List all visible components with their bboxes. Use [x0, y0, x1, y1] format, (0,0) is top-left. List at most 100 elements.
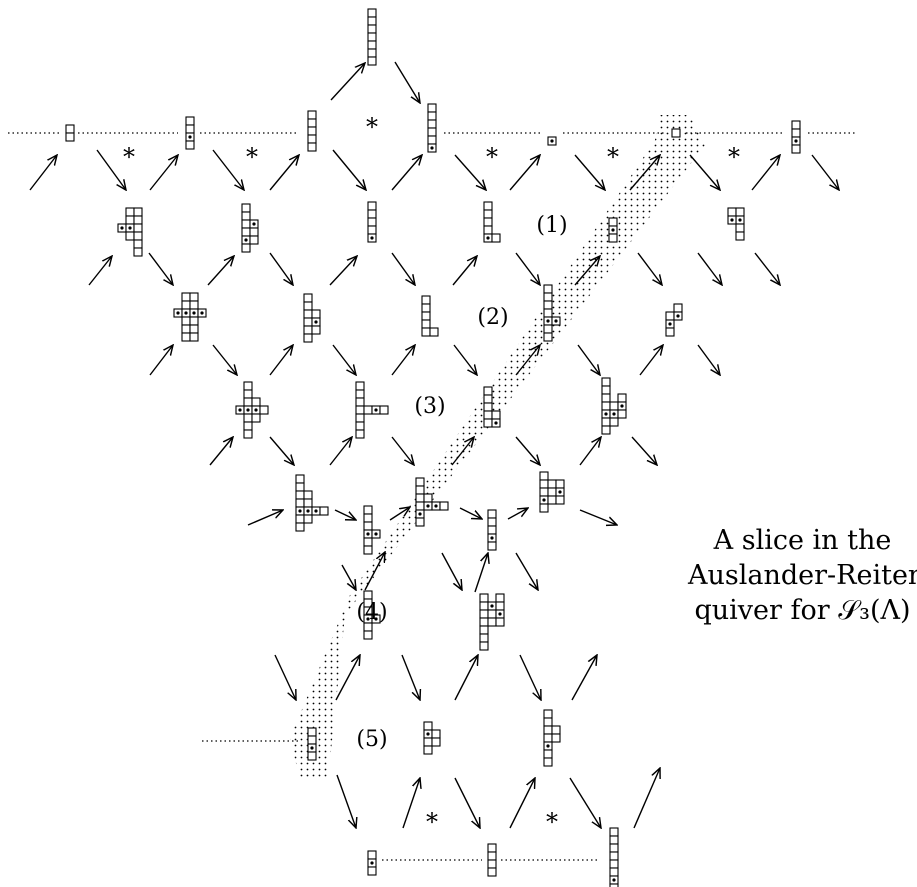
arrow — [631, 436, 657, 465]
arrow — [364, 552, 385, 591]
arrow — [697, 252, 722, 285]
arrow — [391, 345, 415, 376]
arrow — [454, 777, 480, 828]
arrow — [207, 256, 234, 286]
module-diagram — [367, 850, 377, 876]
arrow — [330, 63, 365, 101]
arrow — [441, 552, 462, 590]
mesh-stars: * * * * * * * * — [123, 113, 740, 836]
arrow — [209, 437, 233, 466]
module-diagram — [367, 8, 377, 66]
arrow — [148, 252, 173, 285]
arrow — [754, 252, 780, 285]
module-diagram — [303, 293, 321, 343]
star-symbol: * — [486, 143, 498, 171]
module-diagram — [601, 377, 627, 435]
arrow — [391, 436, 414, 465]
module-diagram — [363, 590, 381, 640]
arrow — [29, 155, 57, 191]
arrow — [452, 256, 477, 286]
arrow — [389, 507, 410, 521]
arrow — [269, 155, 299, 191]
arrow — [474, 553, 488, 593]
module-diagram — [665, 303, 683, 337]
module-diagram — [487, 843, 497, 877]
arrow — [574, 154, 605, 190]
region-label-1: (1) — [536, 213, 567, 238]
arrows — [29, 61, 839, 829]
arrow — [579, 437, 601, 466]
module-diagram — [307, 727, 317, 761]
arrow — [515, 552, 538, 590]
arrow — [451, 437, 474, 466]
region-label-2: (2) — [477, 305, 508, 330]
module-diagram — [543, 709, 561, 767]
star-symbol: * — [426, 808, 438, 836]
arrow — [509, 778, 535, 829]
slice-band-shape — [290, 115, 705, 780]
arrow — [697, 344, 720, 375]
module-diagram — [363, 505, 381, 555]
module-diagram — [65, 124, 75, 142]
module-diagram — [483, 386, 501, 428]
module-diagram — [539, 471, 565, 513]
arrow — [459, 507, 482, 519]
arrow — [149, 155, 178, 191]
arrow — [212, 149, 244, 190]
module-diagram — [173, 292, 207, 342]
arrow — [269, 252, 293, 285]
caption-line-1: A slice in the — [713, 525, 892, 556]
arrow — [579, 509, 617, 525]
module-diagram — [367, 201, 377, 243]
arrow — [401, 654, 420, 700]
star-symbol: * — [246, 143, 258, 171]
arrow — [402, 778, 420, 829]
arrow — [519, 654, 541, 700]
arrow — [332, 344, 356, 375]
arrow — [633, 768, 660, 829]
arrow — [811, 154, 839, 190]
module-diagram — [791, 120, 801, 154]
module-diagram — [295, 474, 329, 532]
module-diagram — [185, 116, 195, 150]
arrow — [509, 155, 540, 191]
arrow — [751, 155, 780, 191]
arrow — [88, 256, 112, 286]
star-symbol: * — [607, 143, 619, 171]
dotted-lines — [8, 132, 856, 861]
star-symbol: * — [546, 808, 558, 836]
module-diagram — [609, 827, 619, 887]
arrow — [96, 149, 126, 190]
arrow — [269, 345, 293, 376]
module-diagram — [421, 295, 439, 337]
arrow — [212, 344, 237, 375]
module-diagram — [483, 201, 501, 243]
arrow — [629, 155, 660, 191]
module-diagram — [671, 128, 681, 138]
star-symbol: * — [728, 143, 740, 171]
arrow — [394, 61, 420, 103]
arrow — [247, 510, 283, 526]
module-diagram — [547, 136, 557, 146]
module-diagram — [479, 593, 505, 651]
arrow — [574, 256, 600, 286]
module-diagram — [355, 381, 389, 439]
arrow — [689, 154, 720, 190]
region-label-5: (5) — [356, 727, 387, 752]
arrow — [453, 344, 477, 375]
arrow — [149, 345, 173, 376]
arrow — [515, 436, 540, 465]
star-symbol: * — [123, 143, 135, 171]
module-diagram — [727, 207, 745, 241]
region-label-4: (4) — [356, 600, 387, 625]
module-diagram — [117, 207, 143, 257]
arrow — [334, 509, 356, 520]
module-diagram — [487, 509, 497, 551]
module-diagram — [427, 103, 437, 153]
module-diagram — [608, 217, 618, 243]
region-labels: (1)(2)(3)(4)(5) — [356, 213, 567, 752]
arrow — [274, 654, 296, 700]
slice-band — [290, 115, 705, 780]
arrow — [571, 655, 597, 701]
star-symbol: * — [366, 113, 378, 141]
